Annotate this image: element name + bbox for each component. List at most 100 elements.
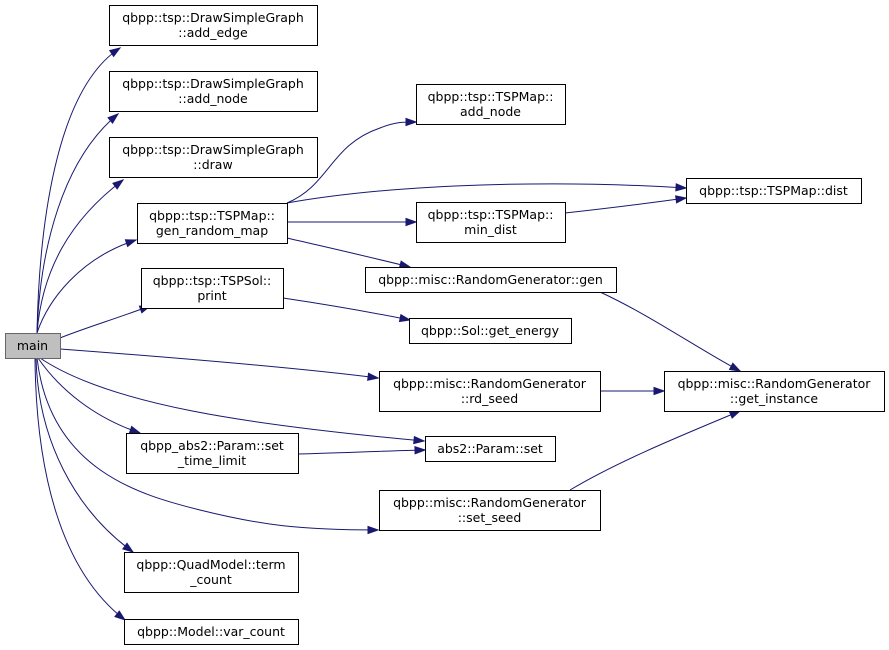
arrowhead xyxy=(405,217,418,227)
node-box[interactable] xyxy=(425,436,556,462)
node-box[interactable] xyxy=(5,333,61,359)
edge-line xyxy=(36,113,119,334)
edge-line xyxy=(36,357,379,531)
node-label: qbpp::tsp::TSPMap:: xyxy=(428,207,554,222)
node-box[interactable] xyxy=(416,84,566,125)
node-label: abs2::Param::set xyxy=(437,441,543,456)
node-label: print xyxy=(197,288,226,303)
arrowhead xyxy=(124,239,138,248)
node-box[interactable] xyxy=(126,433,299,474)
node-label: qbpp_abs2::Param::set xyxy=(140,438,284,453)
node-set-seed[interactable]: qbpp::misc::RandomGenerator::set_seed xyxy=(379,490,601,531)
edge-main-to-term_count xyxy=(35,357,135,553)
edge-line xyxy=(36,179,124,334)
edge-tspsol_print-to-get_energy xyxy=(282,297,412,323)
node-draw[interactable]: qbpp::tsp::DrawSimpleGraph::draw xyxy=(109,137,318,178)
node-box[interactable] xyxy=(664,371,885,412)
node-param-set[interactable]: abs2::Param::set xyxy=(425,436,556,462)
node-box[interactable] xyxy=(365,267,617,293)
arrowhead xyxy=(405,117,418,127)
node-box[interactable] xyxy=(137,203,288,244)
edge-main-to-add_edge xyxy=(36,47,122,334)
arrowhead xyxy=(728,362,742,372)
edge-line xyxy=(286,237,411,268)
edge-main-to-add_node_g xyxy=(36,113,120,334)
node-add-node-g[interactable]: qbpp::tsp::DrawSimpleGraph::add_node xyxy=(109,71,318,112)
arrowhead xyxy=(108,47,122,58)
node-label: ::rd_seed xyxy=(461,391,518,406)
node-var-count[interactable]: qbpp::Model::var_count xyxy=(124,619,299,645)
arrowhead xyxy=(107,113,120,124)
node-set-time-limit[interactable]: qbpp_abs2::Param::set_time_limit xyxy=(126,433,299,474)
node-label: qbpp::tsp::DrawSimpleGraph xyxy=(122,142,304,157)
node-label: qbpp::misc::RandomGenerator::gen xyxy=(378,272,603,287)
node-rd-seed[interactable]: qbpp::misc::RandomGenerator::rd_seed xyxy=(379,371,601,412)
nodes-layer: main qbpp::tsp::DrawSimpleGraph::add_edge… xyxy=(5,5,885,645)
node-box[interactable] xyxy=(109,71,318,112)
edge-gen_random_map-to-min_dist xyxy=(287,217,418,227)
node-min-dist[interactable]: qbpp::tsp::TSPMap::min_dist xyxy=(416,202,566,243)
arrowhead xyxy=(675,195,688,204)
node-get-instance[interactable]: qbpp::misc::RandomGenerator::get_instanc… xyxy=(664,371,885,412)
node-tspsol-print[interactable]: qbpp::tsp::TSPSol::print xyxy=(141,268,284,309)
arrowhead xyxy=(675,183,688,192)
arrowhead xyxy=(398,313,412,323)
edge-main-to-var_count xyxy=(34,357,127,621)
node-box[interactable] xyxy=(416,202,566,243)
edge-line xyxy=(569,410,741,491)
node-add-edge[interactable]: qbpp::tsp::DrawSimpleGraph::add_edge xyxy=(109,5,318,46)
arrowhead xyxy=(414,446,427,455)
node-term-count[interactable]: qbpp::QuadModel::term_count xyxy=(124,552,299,593)
node-label: ::draw xyxy=(193,157,232,172)
node-label: qbpp::tsp::DrawSimpleGraph xyxy=(122,10,304,25)
edge-main-to-set_seed xyxy=(36,357,380,535)
node-label: qbpp::tsp::DrawSimpleGraph xyxy=(122,76,304,91)
edge-main-to-set_time_limit xyxy=(37,357,142,434)
arrowhead xyxy=(413,435,426,445)
edges-layer xyxy=(34,47,742,621)
node-label: qbpp::misc::RandomGenerator xyxy=(393,376,587,391)
edge-main-to-tspsol_print xyxy=(59,305,152,339)
node-dist[interactable]: qbpp::tsp::TSPMap::dist xyxy=(686,178,862,204)
node-get-energy[interactable]: qbpp::Sol::get_energy xyxy=(409,318,572,344)
node-box[interactable] xyxy=(124,619,299,645)
node-box[interactable] xyxy=(141,268,284,309)
edge-line xyxy=(599,291,741,372)
edge-line xyxy=(282,297,411,321)
node-box[interactable] xyxy=(379,490,601,531)
node-tspmap-add-node[interactable]: qbpp::tsp::TSPMap::add_node xyxy=(416,84,566,125)
arrowhead xyxy=(398,260,412,269)
node-box[interactable] xyxy=(109,137,318,178)
node-box[interactable] xyxy=(109,5,318,46)
node-box[interactable] xyxy=(379,371,601,412)
edge-main-to-param_set xyxy=(39,357,426,445)
arrowhead xyxy=(653,386,666,396)
edge-rg_gen-to-get_instance xyxy=(599,291,742,372)
node-label: qbpp::tsp::TSPSol:: xyxy=(153,273,272,288)
arrowhead xyxy=(114,610,127,621)
node-label: add_node xyxy=(460,104,521,119)
edge-line xyxy=(286,183,687,204)
node-box[interactable] xyxy=(124,552,299,593)
node-label: qbpp::tsp::TSPMap:: xyxy=(149,208,275,223)
edge-line xyxy=(59,348,379,379)
edge-main-to-gen_random_map xyxy=(36,239,138,334)
node-label: qbpp::tsp::TSPMap:: xyxy=(428,89,554,104)
edge-line xyxy=(35,357,134,553)
node-main[interactable]: main xyxy=(5,333,61,359)
node-gen-random-map[interactable]: qbpp::tsp::TSPMap::gen_random_map xyxy=(137,203,288,244)
node-label: qbpp::Model::var_count xyxy=(137,624,285,639)
edge-line xyxy=(59,305,151,339)
edge-line xyxy=(297,449,426,455)
node-label: qbpp::tsp::TSPMap::dist xyxy=(699,183,848,198)
node-box[interactable] xyxy=(686,178,862,204)
node-rg-gen[interactable]: qbpp::misc::RandomGenerator::gen xyxy=(365,267,617,293)
arrowhead xyxy=(367,525,380,535)
node-box[interactable] xyxy=(409,318,572,344)
edge-line xyxy=(36,239,137,334)
edge-min_dist-to-dist xyxy=(564,195,688,214)
edge-gen_random_map-to-tspmap_add_node xyxy=(286,117,418,204)
edge-main-to-rd_seed xyxy=(59,348,380,381)
edge-rd_seed-to-get_instance xyxy=(600,386,666,396)
